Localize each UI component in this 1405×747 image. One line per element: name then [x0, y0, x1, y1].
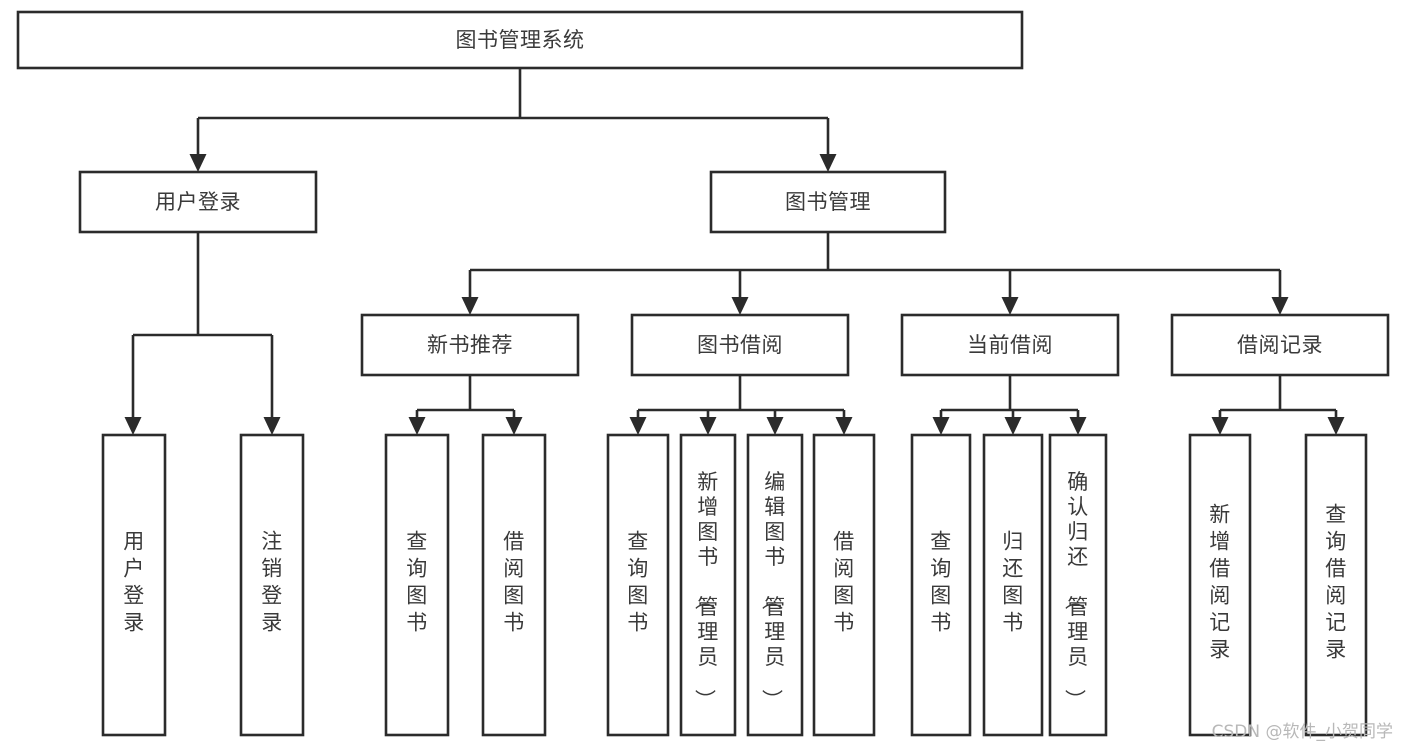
leaf-node-确认归还管理员[interactable]: 确认归还（管理员）: [1048, 433, 1108, 737]
leaf-node-label: 借阅图书: [503, 530, 525, 635]
level3-node-label: 借阅记录: [1237, 333, 1323, 357]
level3-node-当前借阅[interactable]: 当前借阅: [900, 313, 1120, 377]
leaf-node-label: 确认归还（管理员）: [1062, 470, 1089, 711]
root-node-label: 图书管理系统: [456, 28, 585, 52]
leaf-node-box[interactable]: [481, 433, 547, 737]
root-node-图书管理系统[interactable]: 图书管理系统: [16, 10, 1024, 70]
level3-node-借阅记录[interactable]: 借阅记录: [1170, 313, 1390, 377]
leaf-node-box[interactable]: [101, 433, 167, 737]
leaf-node-box[interactable]: [1304, 433, 1368, 737]
book-borrow-children-branch-1-arrowhead: [699, 417, 717, 435]
leaf-node-box[interactable]: [982, 433, 1044, 737]
new-book-children-branch-0-arrowhead: [408, 417, 426, 435]
level3-node-box[interactable]: [1170, 313, 1390, 377]
leaf-node-label: 注销登录: [261, 530, 283, 635]
book-management-children-branch-1-arrowhead: [731, 297, 749, 315]
level2-node-用户登录[interactable]: 用户登录: [78, 170, 318, 234]
leaf-node-label: 编辑图书（管理员）: [759, 470, 786, 711]
book-management-children-branch-3-arrowhead: [1271, 297, 1289, 315]
leaf-node-查询图书[interactable]: 查询图书: [606, 433, 670, 737]
level2-node-box[interactable]: [709, 170, 947, 234]
leaf-node-box[interactable]: [1188, 433, 1252, 737]
leaf-node-借阅图书[interactable]: 借阅图书: [481, 433, 547, 737]
leaf-node-label: 查询图书: [406, 530, 428, 635]
level3-node-label: 新书推荐: [427, 333, 513, 357]
leaf-node-label: 新增借阅记录: [1209, 503, 1231, 662]
book-management-children-branch-0-arrowhead: [461, 297, 479, 315]
leaf-node-label: 归还图书: [1002, 530, 1024, 635]
level3-node-label: 当前借阅: [967, 333, 1053, 357]
level3-node-box[interactable]: [630, 313, 850, 377]
leaf-node-label: 新增图书（管理员）: [692, 470, 719, 711]
current-borrow-children-branch-1-arrowhead: [1004, 417, 1022, 435]
level3-node-box[interactable]: [360, 313, 580, 377]
level3-node-图书借阅[interactable]: 图书借阅: [630, 313, 850, 377]
user-login-children-branch-0-arrowhead: [124, 417, 142, 435]
current-borrow-children-branch-0-arrowhead: [932, 417, 950, 435]
borrow-record-children-branch-0-arrowhead: [1211, 417, 1229, 435]
leaf-node-归还图书[interactable]: 归还图书: [982, 433, 1044, 737]
level2-node-图书管理[interactable]: 图书管理: [709, 170, 947, 234]
level3-node-box[interactable]: [900, 313, 1120, 377]
csdn-watermark: CSDN @软件_小贺同学: [1211, 722, 1393, 742]
connectors-layer: [124, 68, 1345, 435]
leaf-node-box[interactable]: [679, 433, 737, 737]
book-borrow-children-branch-2-arrowhead: [766, 417, 784, 435]
leaf-node-label: 查询借阅记录: [1325, 503, 1347, 662]
leaf-node-box[interactable]: [812, 433, 876, 737]
leaf-node-用户登录[interactable]: 用户登录: [101, 433, 167, 737]
user-login-children-branch-1-arrowhead: [263, 417, 281, 435]
book-borrow-children-branch-0-arrowhead: [629, 417, 647, 435]
leaf-node-查询借阅记录[interactable]: 查询借阅记录: [1304, 433, 1368, 737]
root-node-box[interactable]: [16, 10, 1024, 70]
leaf-node-box[interactable]: [910, 433, 972, 737]
book-borrow-children-branch-3-arrowhead: [835, 417, 853, 435]
leaf-node-box[interactable]: [1048, 433, 1108, 737]
root-to-level2-branch-1-arrowhead: [819, 154, 837, 172]
leaf-node-新增图书管理员[interactable]: 新增图书（管理员）: [679, 433, 737, 737]
leaf-node-label: 用户登录: [123, 530, 145, 635]
leaf-node-box[interactable]: [384, 433, 450, 737]
level2-node-label: 用户登录: [155, 190, 241, 214]
leaf-node-注销登录[interactable]: 注销登录: [239, 433, 305, 737]
level3-node-新书推荐[interactable]: 新书推荐: [360, 313, 580, 377]
level3-node-label: 图书借阅: [697, 333, 783, 357]
leaf-node-label: 查询图书: [930, 530, 952, 635]
leaf-node-box[interactable]: [606, 433, 670, 737]
borrow-record-children-branch-1-arrowhead: [1327, 417, 1345, 435]
leaf-node-label: 借阅图书: [833, 530, 855, 635]
level2-node-label: 图书管理: [785, 190, 871, 214]
leaf-node-查询图书[interactable]: 查询图书: [384, 433, 450, 737]
new-book-children-branch-1-arrowhead: [505, 417, 523, 435]
current-borrow-children-branch-2-arrowhead: [1069, 417, 1087, 435]
nodes-layer: 图书管理系统用户登录图书管理新书推荐图书借阅当前借阅借阅记录用户登录注销登录查询…: [16, 10, 1390, 737]
leaf-node-label: 查询图书: [627, 530, 649, 635]
leaf-node-编辑图书管理员[interactable]: 编辑图书（管理员）: [746, 433, 804, 737]
book-management-children-branch-2-arrowhead: [1001, 297, 1019, 315]
root-to-level2-branch-0-arrowhead: [189, 154, 207, 172]
leaf-node-box[interactable]: [746, 433, 804, 737]
leaf-node-新增借阅记录[interactable]: 新增借阅记录: [1188, 433, 1252, 737]
level2-node-box[interactable]: [78, 170, 318, 234]
leaf-node-查询图书[interactable]: 查询图书: [910, 433, 972, 737]
leaf-node-box[interactable]: [239, 433, 305, 737]
leaf-node-借阅图书[interactable]: 借阅图书: [812, 433, 876, 737]
